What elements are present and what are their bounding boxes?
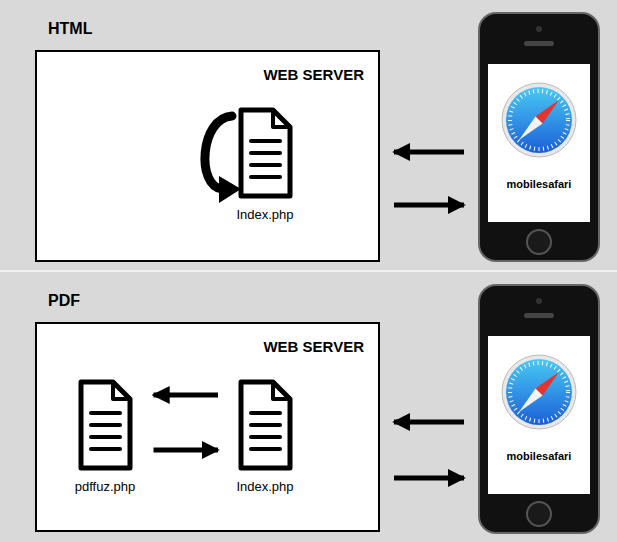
document-line [251, 175, 280, 179]
document-line [91, 411, 120, 415]
loop-arrow [205, 116, 232, 189]
request-arrow [394, 203, 464, 208]
document-line [251, 139, 280, 143]
safari-face [506, 359, 572, 425]
phone-speaker [524, 313, 554, 318]
server-box-fill [35, 322, 380, 532]
phone-home-button [527, 502, 551, 526]
request-arrow [394, 150, 464, 155]
document-fold [273, 110, 290, 127]
php-file-icon: Index.php [232, 107, 298, 227]
document-line [91, 435, 120, 439]
safari-rim [502, 355, 576, 429]
document-line [251, 163, 280, 167]
app-label: mobilesafari [507, 450, 572, 462]
compass-needle-white [519, 117, 543, 141]
document-fold [113, 382, 130, 399]
document-line [251, 151, 280, 155]
phone-screen [488, 336, 590, 494]
phone-camera [536, 26, 542, 32]
file-name: Index.php [236, 479, 293, 494]
document-outline [241, 110, 290, 196]
request-arrow [154, 393, 219, 398]
phone-illustration [478, 284, 600, 534]
panel-title: HTML [48, 20, 92, 38]
smartphone: mobilesafari [478, 284, 600, 534]
document-line [251, 423, 280, 427]
smartphone: mobilesafari [478, 12, 600, 262]
panel-title: PDF [48, 292, 80, 310]
request-arrow [154, 448, 219, 453]
document-line [251, 435, 280, 439]
document-icon [77, 379, 133, 471]
panel-separator [0, 270, 617, 272]
diagram-panel: PDF WEB SERVER pdffuz.php Index.php mobilesa… [0, 272, 617, 542]
document-line [251, 447, 280, 451]
file-name: pdffuz.php [75, 479, 135, 494]
server-label: WEB SERVER [263, 338, 364, 355]
phone-body [479, 285, 599, 533]
document-line [91, 423, 120, 427]
safari-face [506, 87, 572, 153]
phone-screen [488, 64, 590, 222]
php-file-icon: pdffuz.php [71, 379, 140, 499]
loop-arrow-head [219, 176, 241, 203]
phone-camera [536, 298, 542, 304]
phone-illustration [478, 12, 600, 262]
file-name: Index.php [236, 207, 293, 222]
compass-needle-white [519, 389, 543, 413]
safari-ticks [510, 363, 568, 421]
request-arrow [394, 476, 464, 481]
document-fold [273, 382, 290, 399]
server-box-fill [35, 50, 380, 262]
diagram-panel: HTML WEB SERVER Index.php mobilesafari [0, 0, 617, 270]
document-line [251, 411, 280, 415]
compass-needle-red [536, 372, 560, 396]
safari-ticks [510, 91, 568, 149]
document-outline [81, 382, 130, 468]
document-icon [237, 379, 293, 471]
document-line [91, 447, 120, 451]
php-file-icon: Index.php [232, 379, 298, 499]
safari-rim [502, 83, 576, 157]
request-arrow [394, 420, 464, 425]
phone-body [479, 13, 599, 261]
phone-speaker [524, 41, 554, 46]
document-icon [237, 107, 293, 199]
app-label: mobilesafari [507, 178, 572, 190]
phone-home-button [527, 230, 551, 254]
compass-needle-red [536, 100, 560, 124]
web-server-box: WEB SERVER Index.php [35, 50, 380, 262]
web-server-box: WEB SERVER pdffuz.php Index.php [35, 322, 380, 532]
server-label: WEB SERVER [263, 66, 364, 83]
document-outline [241, 382, 290, 468]
